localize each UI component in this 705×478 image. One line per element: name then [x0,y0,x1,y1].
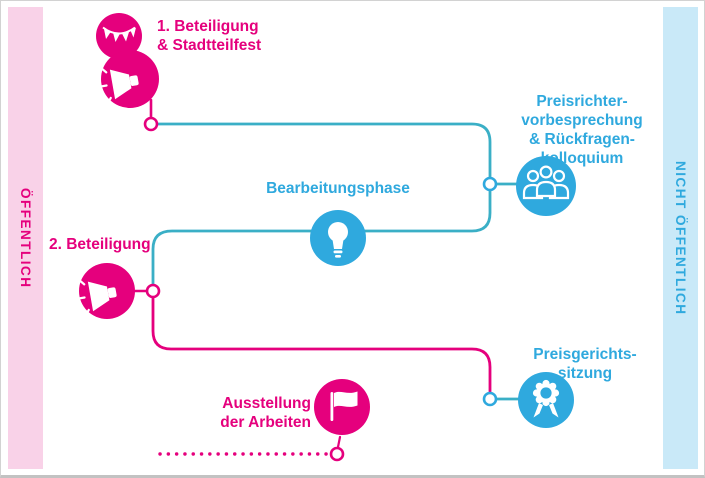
bunting-icon [102,26,136,42]
flow-line-1 [156,122,492,179]
bearbeitungsphase-label: Bearbeitungsphase [266,180,410,197]
node-ausstellung [314,379,370,435]
beteiligung2-label: 2. Beteiligung [49,236,151,253]
public-band-label: ÖFFENTLICH [18,187,33,289]
jury-people-icon [522,165,570,200]
flag-icon [330,391,358,421]
non-public-band: NICHT ÖFFENTLICH [663,7,698,469]
ausstellung-label: Ausstellung der Arbeiten [220,395,311,431]
ring-node-3 [145,283,161,299]
node-preisgericht [518,372,574,428]
preisrichter-label: Preisrichter- vorbesprechung & Rückfrage… [521,93,643,167]
non-public-band-label: NICHT ÖFFENTLICH [673,160,688,316]
ring-node-4 [482,391,498,407]
flow-line-3 [151,296,492,394]
public-band: ÖFFENTLICH [8,7,43,469]
ring-node-2 [482,176,498,192]
bunting-circle [96,13,142,59]
beteiligung1-label: 1. Beteiligung & Stadtteilfest [157,18,262,54]
node-bearbeitungsphase [310,210,366,266]
ring-node-5 [329,446,345,462]
flag-circle [314,379,370,435]
node-beteiligung1 [95,13,159,108]
lightbulb-icon [328,222,348,258]
node-beteiligung2 [73,263,135,319]
node-preisrichter [516,156,576,216]
rosette-award-icon [532,379,560,418]
flag-stub-line [336,435,342,449]
ring-node-1 [143,116,159,132]
connection-rings [143,116,498,462]
preisgericht-label: Preisgerichts- sitzung [533,346,637,382]
